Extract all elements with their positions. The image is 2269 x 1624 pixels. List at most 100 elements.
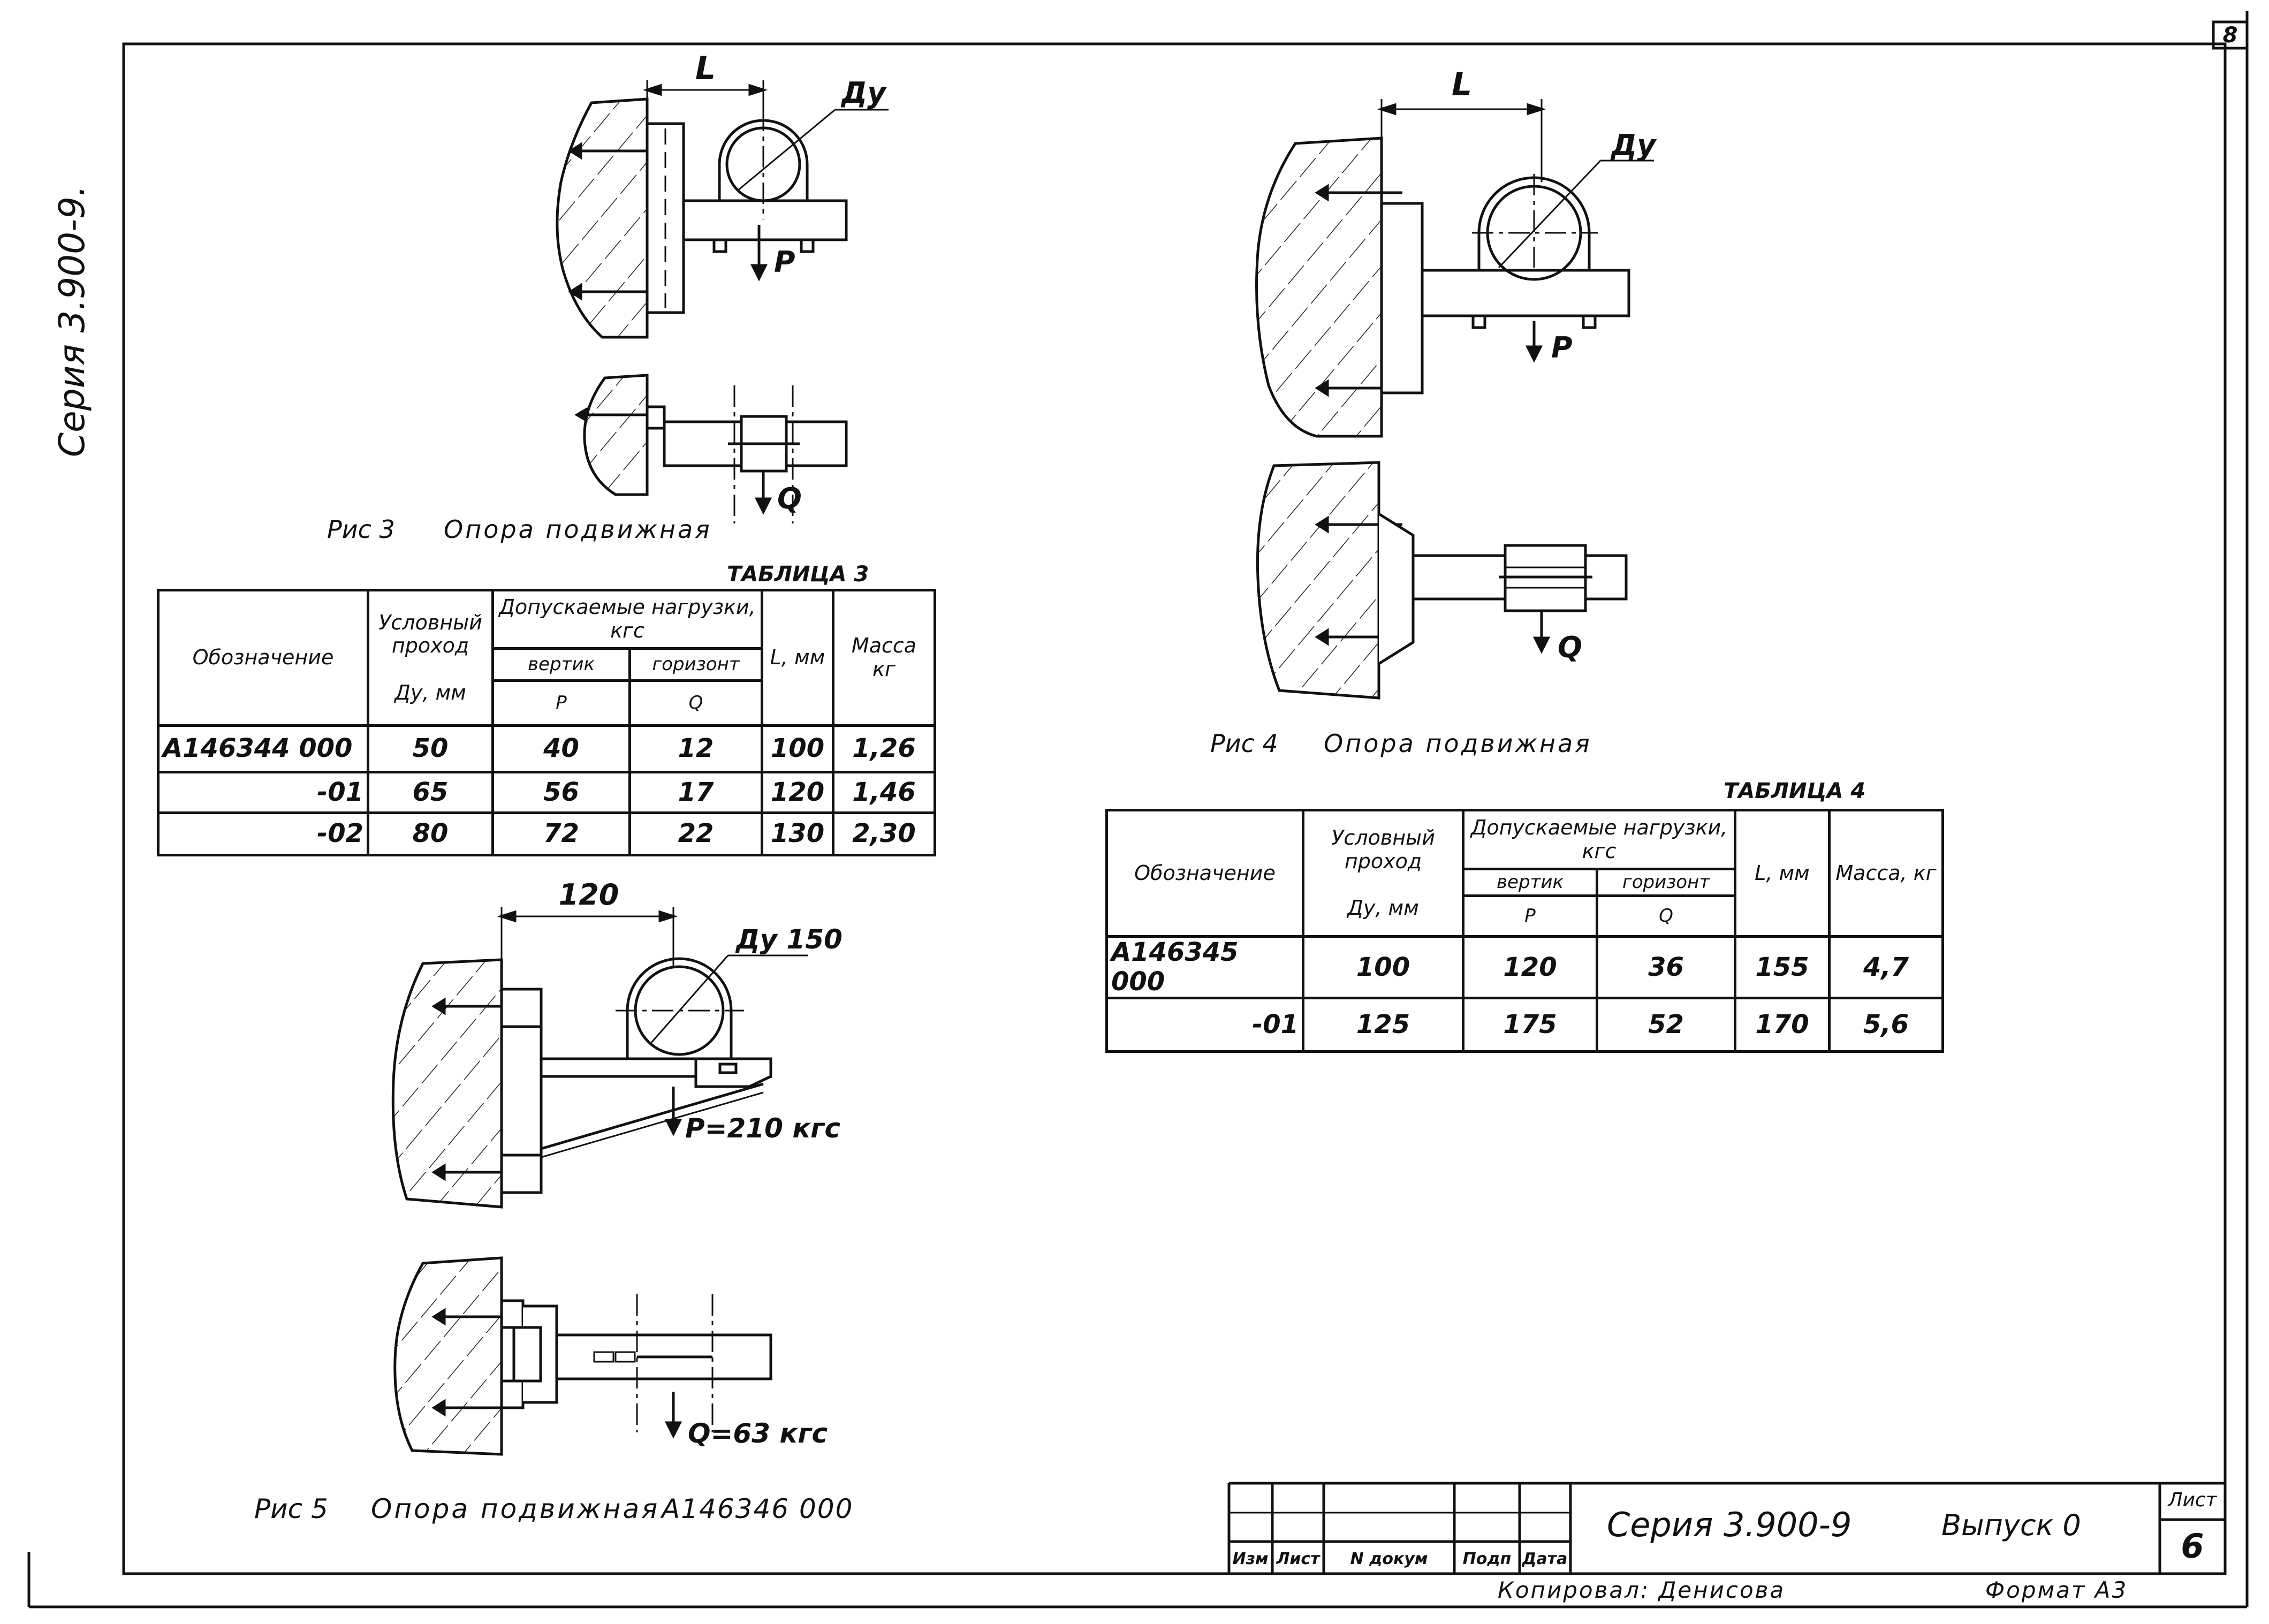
header-horizontal: горизонт <box>1596 868 1736 897</box>
fig5-caption-number: Рис 5 <box>254 1493 328 1524</box>
figure-4-plan <box>1256 461 1628 700</box>
table-row: А146344 000 50 40 12 100 1,26 <box>157 724 936 773</box>
cell-bore: 125 <box>1302 997 1464 1053</box>
cell-load-P: 56 <box>491 771 631 814</box>
cell-length: 155 <box>1734 935 1831 1000</box>
title-sheet-number: 6 <box>2181 1527 2204 1566</box>
fig4-pipe-diameter-label: Ду <box>1610 128 1657 162</box>
cell-bore: 65 <box>367 771 494 814</box>
fig5-dim-label: 120 <box>559 878 619 912</box>
angle-bracket <box>1378 512 1415 665</box>
cell-length: 130 <box>761 811 834 856</box>
table4-label: ТАБЛИЦА 4 <box>1724 779 1866 803</box>
fig5-load-P-label: P=210 кгс <box>685 1113 840 1144</box>
fig5-load-Q-label: Q=63 кгс <box>688 1418 828 1449</box>
header-mass: Масса, кг <box>1828 809 1944 938</box>
cell-load-Q: 17 <box>628 771 763 814</box>
cell-load-Q: 12 <box>628 724 763 773</box>
fig4-load-P-label: P <box>1551 331 1573 365</box>
header-P: P <box>1462 894 1598 938</box>
title-col-izm: Изм <box>1232 1550 1268 1568</box>
fig4-caption-number: Рис 4 <box>1210 729 1278 758</box>
figure-3-plan <box>574 374 848 523</box>
cell-length: 100 <box>761 724 834 773</box>
fig4-caption-title: Опора подвижная <box>1324 729 1592 758</box>
fig3-load-P-label: P <box>774 245 795 279</box>
wall-section <box>556 97 649 339</box>
bracket-arm <box>1421 269 1630 317</box>
header-vertical: вертик <box>491 647 631 682</box>
figure-4-elevation <box>1255 99 1654 438</box>
cell-mass: 1,26 <box>832 724 936 773</box>
figure-3-elevation <box>556 80 889 339</box>
header-loads: Допускаемые нагрузки, кгс <box>1462 809 1736 870</box>
cell-bore: 80 <box>367 811 494 856</box>
header-Q: Q <box>628 679 763 727</box>
cell-bore: 100 <box>1302 935 1464 1000</box>
cell-load-P: 120 <box>1462 935 1598 1000</box>
fig4-load-Q-label: Q <box>1558 631 1582 664</box>
fig4-dim-L-label: L <box>1452 66 1472 103</box>
cell-load-Q: 22 <box>628 811 763 856</box>
cell-designation: А146344 000 <box>157 724 369 773</box>
base-plate <box>1380 202 1424 394</box>
corner-number-box <box>2212 20 2249 50</box>
header-bore: Условный проход Ду, мм <box>1302 809 1464 938</box>
table-row: -02 80 72 22 130 2,30 <box>157 811 936 856</box>
fig5-caption-code: А146346 000 <box>662 1493 854 1524</box>
cell-designation: -02 <box>157 811 369 856</box>
header-Q: Q <box>1596 894 1736 938</box>
header-designation: Обозначение <box>157 589 369 727</box>
header-P: P <box>491 679 631 727</box>
wall-section <box>583 374 649 496</box>
cell-mass: 4,7 <box>1828 935 1944 1000</box>
wall-section <box>393 1256 503 1456</box>
cell-load-P: 175 <box>1462 997 1598 1053</box>
header-bore-unit: Ду, мм <box>394 680 466 704</box>
table-row: -01 65 56 17 120 1,46 <box>157 771 936 814</box>
sheet-format: Формат А3 <box>1985 1577 2128 1603</box>
cell-designation: -01 <box>157 771 369 814</box>
table-row: А146345 000 100 120 36 155 4,7 <box>1105 935 1944 1000</box>
title-col-sign: Подп <box>1463 1550 1512 1568</box>
cell-length: 170 <box>1734 997 1831 1053</box>
sheet-frame <box>27 11 2249 1608</box>
figure-5-plan <box>393 1256 772 1456</box>
header-designation: Обозначение <box>1105 809 1304 938</box>
cell-designation: -01 <box>1105 997 1304 1053</box>
fig3-caption-title: Опора подвижная <box>444 515 712 544</box>
table-4: Обозначение Условный проход Ду, мм Допус… <box>1105 809 1944 1053</box>
fig3-caption-number: Рис 3 <box>327 515 395 544</box>
fig3-pipe-diameter-label: Ду <box>840 76 887 110</box>
cell-load-Q: 36 <box>1596 935 1736 1000</box>
title-block-grid <box>1227 1482 2225 1574</box>
strut <box>541 1082 764 1150</box>
fig3-dim-L-label: L <box>695 50 716 87</box>
bracket-arm <box>682 199 848 241</box>
header-mass: Масса кг <box>832 589 936 727</box>
cell-designation: А146345 000 <box>1105 935 1304 1000</box>
diameter-leader <box>1498 160 1602 269</box>
figure-5-elevation <box>391 907 808 1209</box>
wall-section <box>1255 136 1383 438</box>
fig3-load-Q-label: Q <box>777 482 802 515</box>
u-bolt <box>626 957 733 1059</box>
fig5-pipe-diameter-label: Ду 150 <box>735 924 843 955</box>
sheet-corner-number: 8 <box>2222 23 2238 48</box>
cell-mass: 1,46 <box>832 771 936 814</box>
title-sheet-label: Лист <box>2168 1489 2217 1511</box>
title-issue: Выпуск 0 <box>1941 1508 2081 1542</box>
cell-load-P: 72 <box>491 811 631 856</box>
header-bore: Условный проход Ду, мм <box>367 589 494 727</box>
table3-label: ТАБЛИЦА 3 <box>727 562 869 587</box>
title-col-list: Лист <box>1276 1550 1321 1568</box>
cell-length: 120 <box>761 771 834 814</box>
wall-section <box>391 958 503 1209</box>
cell-mass: 5,6 <box>1828 997 1944 1053</box>
title-series: Серия 3.900-9 <box>1607 1505 1852 1544</box>
title-col-doc: N докум <box>1350 1550 1428 1568</box>
cell-load-Q: 52 <box>1596 997 1736 1053</box>
header-bore-label: Условный проход <box>1331 826 1435 873</box>
fig5-caption-title: Опора подвижная <box>371 1493 660 1524</box>
copied-by: Копировал: Денисова <box>1498 1577 1786 1603</box>
